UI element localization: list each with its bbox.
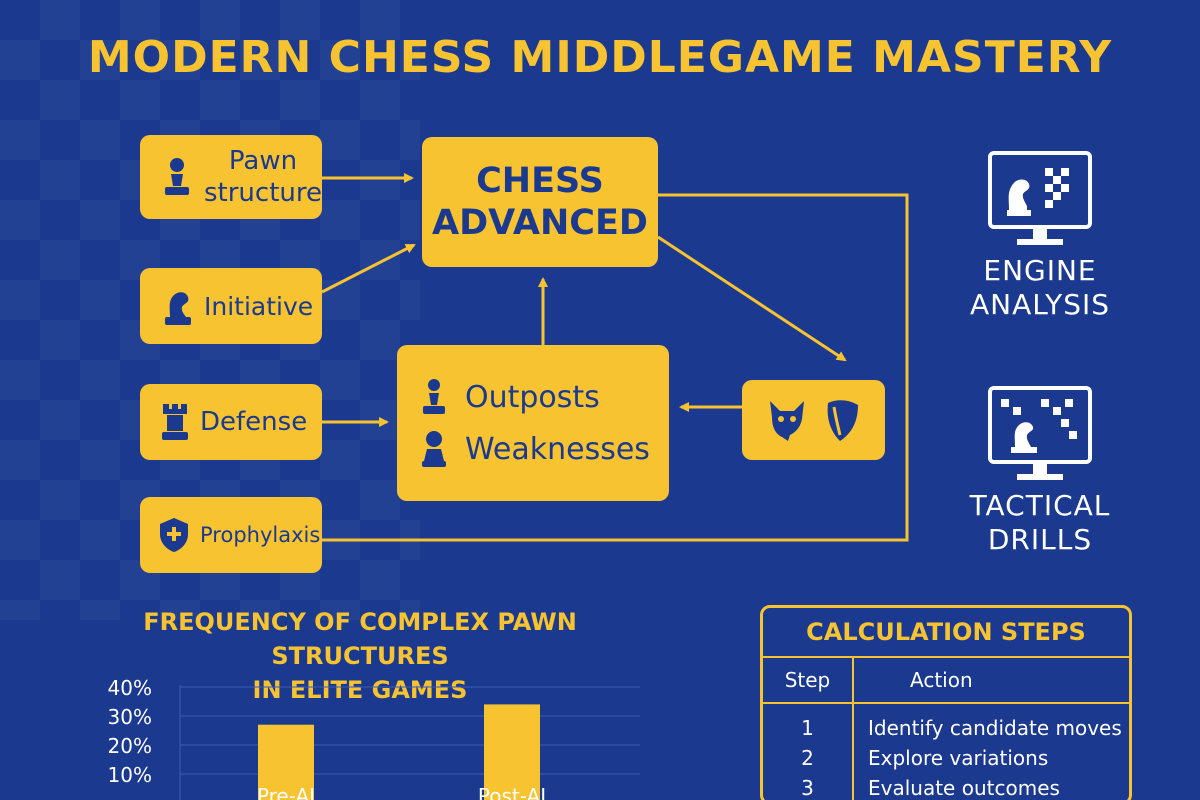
- pawn-icon: [423, 379, 445, 414]
- calc-step-2: 2: [763, 743, 854, 773]
- pawn-structure-line2: structure: [204, 178, 322, 208]
- shield-icon: [827, 400, 858, 441]
- y-tick-label: 30%: [108, 705, 152, 729]
- pawn-icon: [422, 431, 446, 467]
- outposts-row: Outposts: [419, 377, 600, 417]
- initiative-label: Initiative: [204, 291, 314, 321]
- fox-mask-icon: [769, 401, 804, 441]
- engine-line2: ANALYSIS: [969, 288, 1111, 321]
- calc-header-row: Step Action: [763, 656, 1129, 704]
- y-tick-label: 20%: [108, 734, 152, 758]
- engine-line1: ENGINE: [983, 254, 1097, 287]
- x-tick-label: Post-AI: [478, 784, 546, 800]
- defense-box: Defense: [140, 384, 322, 460]
- calc-title: CALCULATION STEPS: [806, 618, 1086, 646]
- y-tick-label: 40%: [108, 676, 152, 700]
- prophylaxis-box: Prophylaxis: [140, 497, 322, 573]
- x-tick-label: Pre-AI: [257, 784, 315, 800]
- engine-monitor-icon: [988, 151, 1092, 245]
- table-row: 3 Evaluate outcomes: [763, 773, 1129, 800]
- pawn-icon: [165, 158, 189, 195]
- chart-title-line2: IN ELITE GAMES: [252, 676, 468, 704]
- center-line2: ADVANCED: [432, 203, 648, 243]
- loop-connector: [322, 193, 909, 542]
- rook-icon: [162, 404, 188, 440]
- outposts-box: Outposts Weaknesses: [397, 345, 669, 501]
- weaknesses-row: Weaknesses: [419, 429, 650, 469]
- drills-line1: TACTICAL: [969, 489, 1111, 522]
- knight-icon: [165, 292, 191, 325]
- calc-action-1: Identify candidate moves: [868, 715, 1122, 740]
- frequency-bar-chart: 40% 30% 20% 10% Pre-AI Post-AI: [108, 676, 640, 800]
- outposts-label: Outposts: [465, 379, 600, 415]
- pawn-structure-box: Pawn structure: [140, 135, 322, 219]
- prophylaxis-label: Prophylaxis: [200, 523, 321, 547]
- y-tick-label: 10%: [108, 763, 152, 787]
- calc-action-2: Explore variations: [868, 746, 1049, 770]
- calc-step-1: 1: [763, 703, 854, 743]
- arrow-center-to-tactics: [657, 235, 847, 362]
- engine-analysis: ENGINE ANALYSIS: [940, 150, 1140, 322]
- calc-step-3: 3: [763, 773, 854, 800]
- table-row: 1 Identify candidate moves: [763, 703, 1129, 743]
- tactical-drills: TACTICAL DRILLS: [940, 385, 1140, 557]
- pawn-structure-line1: Pawn: [228, 146, 298, 176]
- calc-table: Step Action 1 Identify candidate moves 2…: [763, 656, 1129, 800]
- weaknesses-label: Weaknesses: [465, 431, 650, 467]
- defense-label: Defense: [200, 407, 308, 437]
- calc-action-3: Evaluate outcomes: [868, 776, 1060, 800]
- drills-monitor-icon: [988, 386, 1092, 480]
- chart-title-line1: FREQUENCY OF COMPLEX PAWN STRUCTURES: [143, 608, 577, 670]
- table-row: 2 Explore variations: [763, 743, 1129, 773]
- center-line1: CHESS: [476, 161, 604, 201]
- chart-title: FREQUENCY OF COMPLEX PAWN STRUCTURES IN …: [60, 605, 660, 707]
- arrow-initiative-to-center: [321, 243, 416, 294]
- calc-header-action: Action: [853, 656, 1129, 704]
- bar: [258, 724, 314, 800]
- calc-header-step: Step: [763, 656, 854, 704]
- drills-line2: DRILLS: [987, 523, 1093, 556]
- page-title: MODERN CHESS MIDDLEGAME MASTERY: [87, 32, 1113, 83]
- tactics-box: [742, 380, 885, 460]
- shield-plus-icon: [160, 518, 188, 552]
- chess-advanced-box: CHESS ADVANCED: [422, 137, 658, 267]
- calculation-steps-panel: CALCULATION STEPS Step Action 1 Identify…: [760, 605, 1132, 800]
- initiative-box: Initiative: [140, 268, 322, 344]
- bar: [484, 704, 540, 800]
